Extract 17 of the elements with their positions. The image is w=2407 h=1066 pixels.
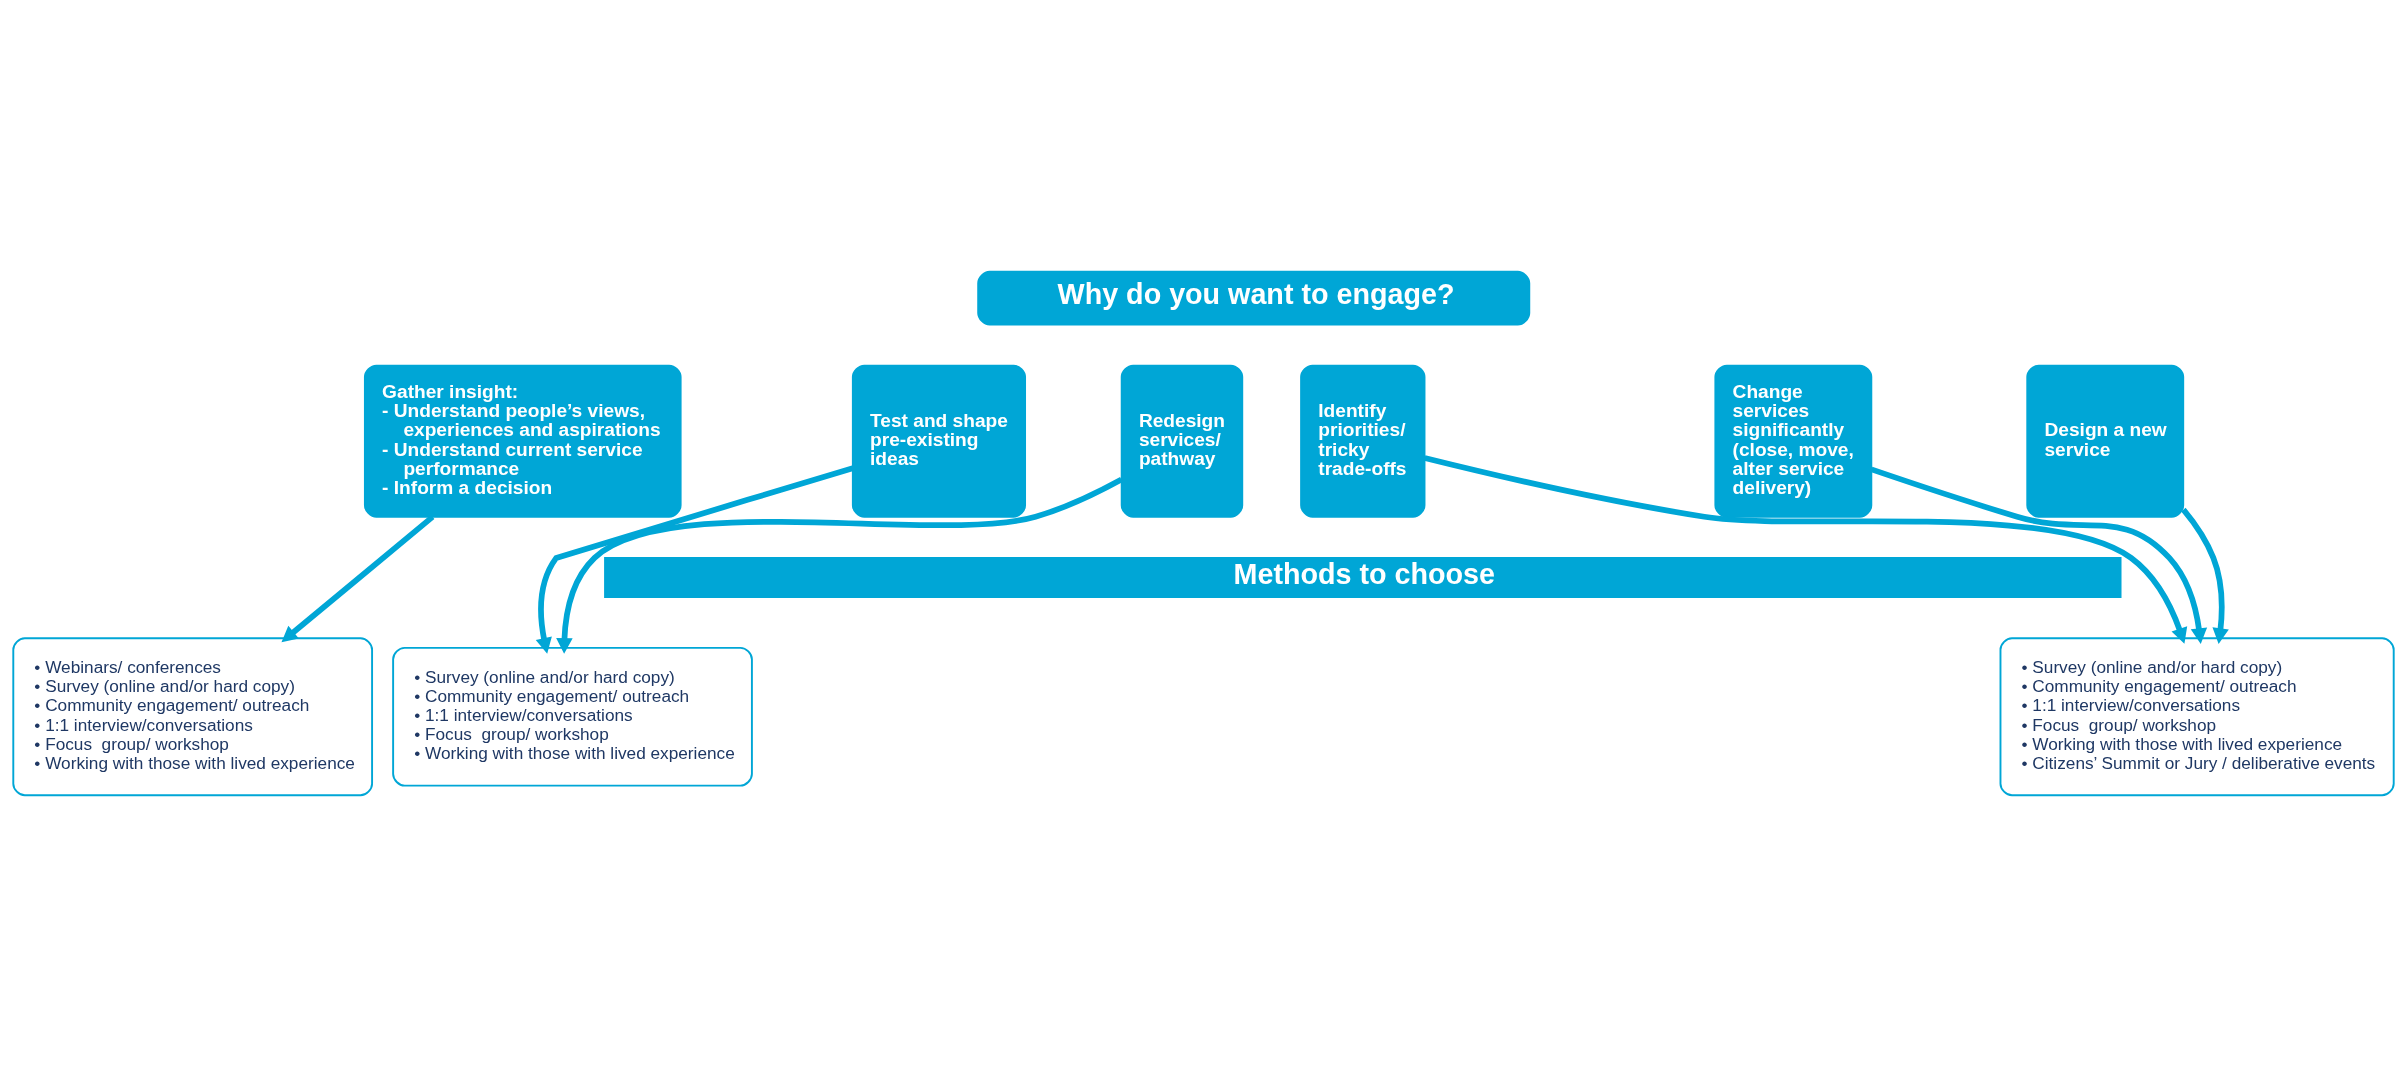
- node-box: Methods to choose: [604, 556, 2122, 598]
- node-box: Why do you want to engage?: [977, 270, 1531, 325]
- node-box: • Survey (online and/or hard copy) • Community engagement/ outreach • 1:1 interview/conversations • Focus group/ workshop • Working with those with lived experience • Citizens’ Summit or Jury / deliberative events: [1999, 636, 2395, 796]
- node-box: • Webinars/ conferences • Survey (online and/or hard copy) • Community engagement/ outreach • 1:1 interview/conversations • Focus group/ workshop • Working with those with lived experience: [12, 636, 374, 796]
- arrow: [281, 514, 435, 642]
- node-box: • Survey (online and/or hard copy) • Community engagement/ outreach • 1:1 interview/conversations • Focus group/ workshop • Working with those with lived experience: [392, 646, 753, 787]
- node-box: Redesign services/ pathway: [1120, 364, 1244, 518]
- node-box: Gather insight: - Understand people’s views, experiences and aspirations - Understand current service performance - Inform a decision: [363, 364, 682, 518]
- arrow: [556, 476, 1123, 654]
- arrow: [1424, 454, 2188, 644]
- node-box: Change services significantly (close, move, alter service delivery): [1714, 364, 1873, 518]
- arrow: [535, 464, 854, 654]
- node-box: Identify priorities/ tricky trade-offs: [1300, 364, 1426, 518]
- arrow: [1870, 466, 2208, 644]
- node-box: Design a new service: [2026, 364, 2185, 518]
- node-box: Test and shape pre-existing ideas: [851, 364, 1026, 518]
- arrow: [2181, 507, 2229, 644]
